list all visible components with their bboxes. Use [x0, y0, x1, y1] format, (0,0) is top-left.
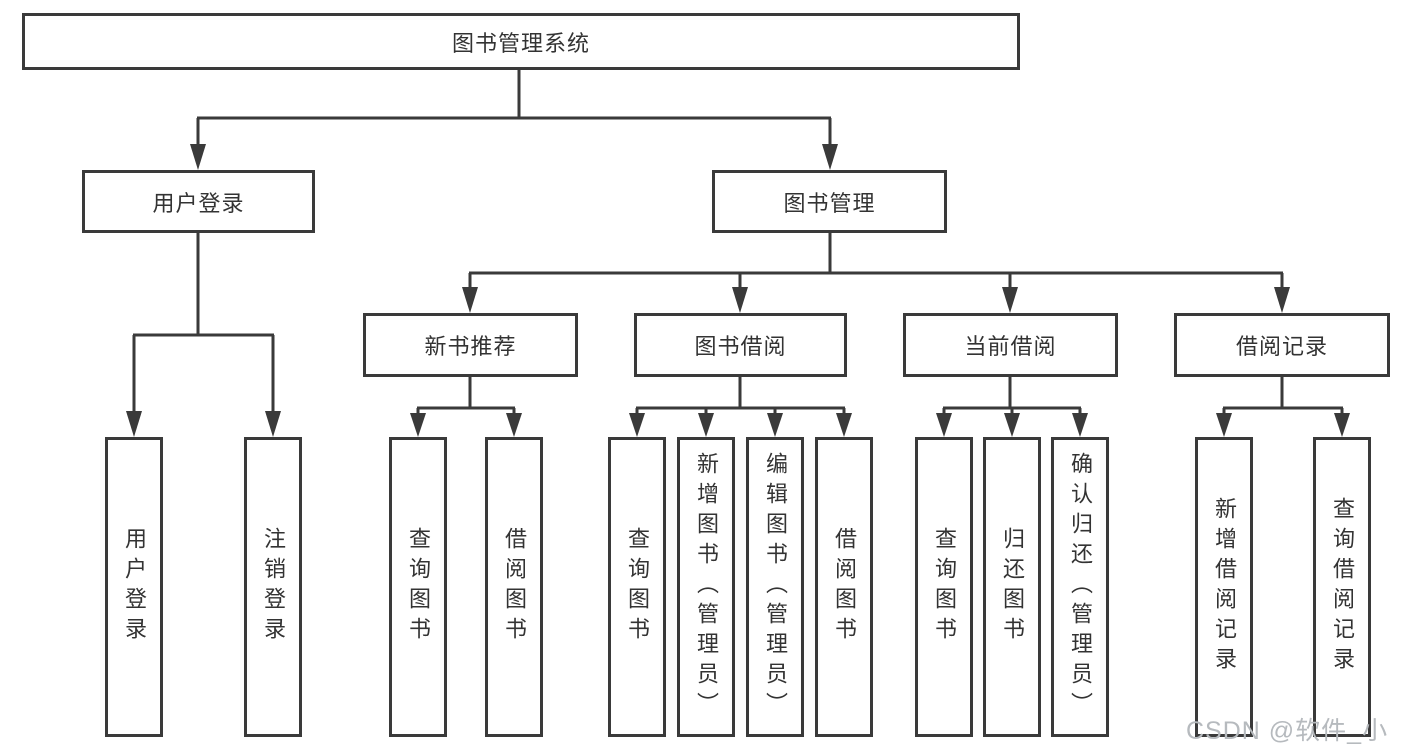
csdn-watermark: CSDN @软件_小贺同学: [1186, 717, 1389, 745]
node-label: 借阅记录: [1235, 334, 1328, 359]
node-label: 新书推荐: [424, 334, 517, 359]
node-current-borrow: 当前借阅: [903, 313, 1118, 377]
node-label: 查询图书: [406, 527, 431, 647]
leaf-query-books-current: 查询图书: [915, 437, 973, 737]
node-label: 查询借阅记录: [1330, 497, 1355, 677]
node-new-book-recommend: 新书推荐: [363, 313, 578, 377]
node-label: 新增图书（管理员）: [694, 452, 719, 722]
node-label: 查询图书: [625, 527, 650, 647]
leaf-confirm-return-admin: 确认归还（管理员）: [1051, 437, 1109, 737]
leaf-query-books-borrow: 查询图书: [608, 437, 666, 737]
leaf-edit-book-admin: 编辑图书（管理员）: [746, 437, 804, 737]
node-label: 用户登录: [122, 527, 147, 647]
leaf-logout: 注销登录: [244, 437, 302, 737]
node-borrow-records: 借阅记录: [1174, 313, 1390, 377]
leaf-user-login: 用户登录: [105, 437, 163, 737]
node-label: 新增借阅记录: [1212, 497, 1237, 677]
leaf-query-borrow-record: 查询借阅记录: [1313, 437, 1371, 737]
leaf-query-books-recommend: 查询图书: [389, 437, 447, 737]
node-label: 查询图书: [932, 527, 957, 647]
node-book-borrow: 图书借阅: [634, 313, 847, 377]
node-label: 注销登录: [261, 527, 286, 647]
node-label: 确认归还（管理员）: [1068, 452, 1093, 722]
node-label: 归还图书: [1000, 527, 1025, 647]
leaf-borrow-books-recommend: 借阅图书: [485, 437, 543, 737]
node-label: 图书管理系统: [451, 30, 590, 56]
node-label: 借阅图书: [832, 527, 857, 647]
node-label: 图书借阅: [694, 334, 787, 359]
node-label: 图书管理: [783, 190, 876, 216]
leaf-add-borrow-record: 新增借阅记录: [1195, 437, 1253, 737]
node-label: 用户登录: [152, 190, 245, 216]
leaf-borrow-books: 借阅图书: [815, 437, 873, 737]
leaf-return-book: 归还图书: [983, 437, 1041, 737]
leaf-add-book-admin: 新增图书（管理员）: [677, 437, 735, 737]
node-label: 编辑图书（管理员）: [763, 452, 788, 722]
node-label: 借阅图书: [502, 527, 527, 647]
node-library-management-system: 图书管理系统: [22, 13, 1020, 70]
node-label: 当前借阅: [964, 334, 1057, 359]
node-user-login: 用户登录: [82, 170, 315, 233]
node-book-management: 图书管理: [712, 170, 947, 233]
